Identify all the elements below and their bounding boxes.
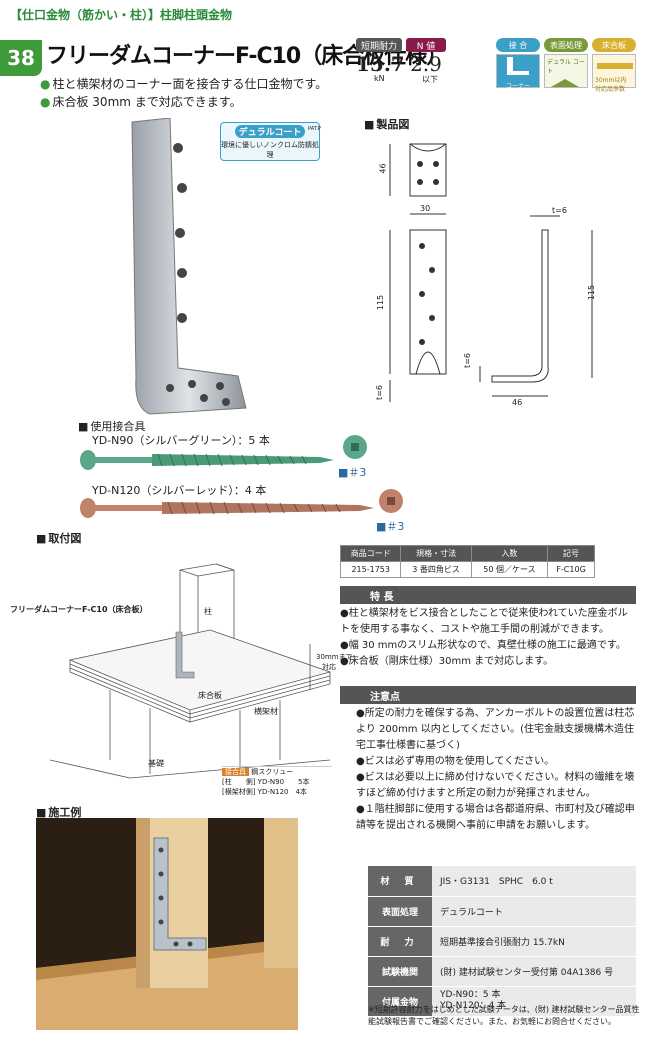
dim-115-left: 115 bbox=[376, 294, 386, 311]
short-strength-unit: kN bbox=[374, 74, 385, 83]
feature-item: ●柱と横架材をビス接合としたことで従来使われていた座金ボルトを使用する事なく、コ… bbox=[340, 608, 628, 635]
screw-green-size: ■＃3 bbox=[338, 466, 367, 479]
product-table-header: 規格・寸法 bbox=[400, 545, 472, 562]
join-icon-label: コーナー bbox=[505, 83, 530, 90]
install-legend-row: [横架材側] YD-N120 4本 bbox=[222, 788, 307, 796]
material-value: JIS・G3131 SPHC 6.0 t bbox=[432, 866, 636, 897]
feature-item: ●床合板（剛床仕様）30mm まで対応します。 bbox=[340, 656, 554, 667]
short-strength-label: 短期耐力 bbox=[356, 38, 402, 52]
cautions-title: 注意点 bbox=[340, 686, 636, 704]
n-value-label: N 値 bbox=[406, 38, 446, 52]
install-legend-title: 接合具 bbox=[222, 768, 249, 776]
material-value: (財) 建材試験センター受付第 04A1386 号 bbox=[432, 956, 636, 987]
floor-icon: 30mm以内 対応品多数 bbox=[592, 54, 636, 93]
product-table: 商品コード 規格・寸法 入数 記号 215-1753 3 番四角ビス 50 個／… bbox=[339, 545, 595, 578]
dim-t6-top: t=6 bbox=[552, 206, 567, 215]
badge-floor: 床合板 bbox=[592, 38, 636, 52]
caution-item: ●１階柱脚部に使用する場合は各都道府県、市町村及び確認申請等を提出される機関へ事… bbox=[356, 804, 635, 831]
features-list: ●柱と横架材をビス接合としたことで従来使われていた座金ボルトを使用する事なく、コ… bbox=[340, 606, 636, 670]
cautions-list: ●所定の耐力を確保する為、アンカーボルトの設置位置は柱芯より 200mm 以内と… bbox=[356, 706, 636, 834]
join-icon: コーナー bbox=[496, 54, 540, 90]
install-legend-type: 鋼スクリュー bbox=[251, 768, 294, 776]
screw-red-image bbox=[80, 498, 374, 518]
install-heading: 取付図 bbox=[36, 530, 81, 546]
table-row: 試験機関(財) 建材試験センター受付第 04A1386 号 bbox=[368, 956, 636, 987]
feature-item: ●幅 30 mmのスリム形状なので、真壁仕様の施工に最適です。 bbox=[340, 640, 626, 651]
floor-icon-label: 30mm以内 対応品多数 bbox=[595, 77, 627, 93]
surface-icon-label: デュラル コート bbox=[547, 59, 585, 75]
install-beam-label: 横架材 bbox=[254, 707, 278, 716]
product-symbol: F-C10G bbox=[547, 561, 595, 578]
product-qty: 50 個／ケース bbox=[470, 561, 549, 578]
dural-coat-desc: 環境に優しいノンクロム防錆処理 bbox=[221, 141, 319, 159]
material-key: 表面処理 bbox=[368, 896, 432, 927]
bullet-item: 床合板 30mm まで対応できます。 bbox=[40, 93, 327, 111]
install-product-label: フリーダムコーナーF-C10（床合板） bbox=[10, 605, 148, 614]
install-diagram bbox=[49, 563, 332, 779]
table-row: 表面処理デュラルコート bbox=[368, 896, 636, 927]
product-table-header: 商品コード bbox=[339, 545, 402, 562]
screws-heading: 使用接合具 bbox=[78, 418, 145, 434]
short-strength-value: 15.7 bbox=[356, 52, 405, 76]
footnote: ※短期許容耐力をはじめとした試験データは、(財) 建材試験センター品質性能試験報… bbox=[368, 1005, 640, 1026]
bracket-photo bbox=[131, 118, 247, 415]
install-legend: 接合具 鋼スクリュー [柱 側] YD-N90 5本 [横架材側] YD-N12… bbox=[222, 766, 332, 797]
dim-115-right: 115 bbox=[587, 284, 597, 301]
dim-t6-bottom: t=6 bbox=[374, 385, 384, 400]
screw-red-label: YD-N120（シルバーレッド）：4 本 bbox=[92, 484, 267, 497]
install-max-note-1: 30mmまで bbox=[316, 653, 353, 661]
install-foundation-label: 基礎 bbox=[148, 759, 164, 768]
material-key: 試験機関 bbox=[368, 956, 432, 987]
category-heading: 【仕口金物（筋かい・柱）】柱脚柱頭金物 bbox=[10, 8, 233, 22]
table-row: 215-1753 3 番四角ビス 50 個／ケース F-C10G bbox=[339, 561, 595, 578]
page-number: 38 bbox=[0, 40, 42, 76]
n-value: 2.9 bbox=[410, 52, 442, 76]
caution-item: ●所定の耐力を確保する為、アンカーボルトの設置位置は柱芯より 200mm 以内と… bbox=[356, 708, 635, 751]
dim-30: 30 bbox=[420, 204, 431, 213]
screw-green-image bbox=[80, 450, 334, 470]
product-code: 215-1753 bbox=[339, 561, 402, 578]
intro-bullets: 柱と横架材のコーナー面を接合する仕口金物です。 床合板 30mm まで対応できま… bbox=[40, 75, 327, 111]
screw-green-label: YD-N90（シルバーグリーン）：5 本 bbox=[92, 434, 270, 447]
product-drawing bbox=[389, 143, 593, 402]
install-plywood-label: 床合板 bbox=[198, 691, 222, 700]
table-row: 耐 力短期基準接合引張耐力 15.7kN bbox=[368, 926, 636, 957]
example-photo bbox=[36, 818, 298, 1030]
dim-46-bottom: 46 bbox=[512, 398, 523, 407]
bullet-item: 柱と横架材のコーナー面を接合する仕口金物です。 bbox=[40, 75, 327, 93]
material-key: 材 質 bbox=[368, 866, 432, 897]
material-key: 耐 力 bbox=[368, 926, 432, 957]
material-value: YD-N90：5 本 YD-N120：4 本 bbox=[432, 986, 636, 1017]
product-table-header: 記号 bbox=[547, 545, 595, 562]
product-spec: 3 番四角ビス bbox=[400, 561, 472, 578]
install-legend-row: [柱 側] YD-N90 5本 bbox=[222, 778, 310, 786]
material-value: デュラルコート bbox=[432, 896, 636, 927]
install-max-note-2: 対応 bbox=[322, 663, 336, 671]
n-value-sub: 以下 bbox=[422, 75, 438, 84]
caution-item: ●ビスは必ず専用の物を使用してください。 bbox=[356, 756, 555, 767]
dim-t6-mid: t=6 bbox=[462, 353, 472, 368]
badge-surface: 表面処理 bbox=[544, 38, 588, 52]
badge-join: 接 合 bbox=[496, 38, 540, 52]
drawing-heading: 製品図 bbox=[364, 116, 409, 132]
example-heading: 施工例 bbox=[36, 804, 81, 820]
product-table-header: 入数 bbox=[470, 545, 549, 562]
material-value: 短期基準接合引張耐力 15.7kN bbox=[432, 926, 636, 957]
caution-item: ●ビスは必要以上に締め付けないでください。材料の繊維を壊すほど締め付けますと所定… bbox=[356, 772, 635, 799]
dim-46-top: 46 bbox=[378, 163, 388, 174]
screw-red-size: ■＃3 bbox=[376, 520, 405, 533]
dural-coat-tag: PAT.P bbox=[308, 126, 321, 132]
screw-red-head-icon bbox=[379, 489, 403, 513]
features-title: 特 長 bbox=[340, 586, 636, 604]
dural-coat-badge: デュラルコート 環境に優しいノンクロム防錆処理 bbox=[220, 122, 320, 161]
install-post-label: 柱 bbox=[204, 607, 212, 616]
screw-green-head-icon bbox=[343, 435, 367, 459]
surface-icon: デュラル コート bbox=[544, 54, 588, 88]
material-key: 付属金物 bbox=[368, 986, 432, 1017]
dural-coat-name: デュラルコート bbox=[235, 125, 305, 138]
